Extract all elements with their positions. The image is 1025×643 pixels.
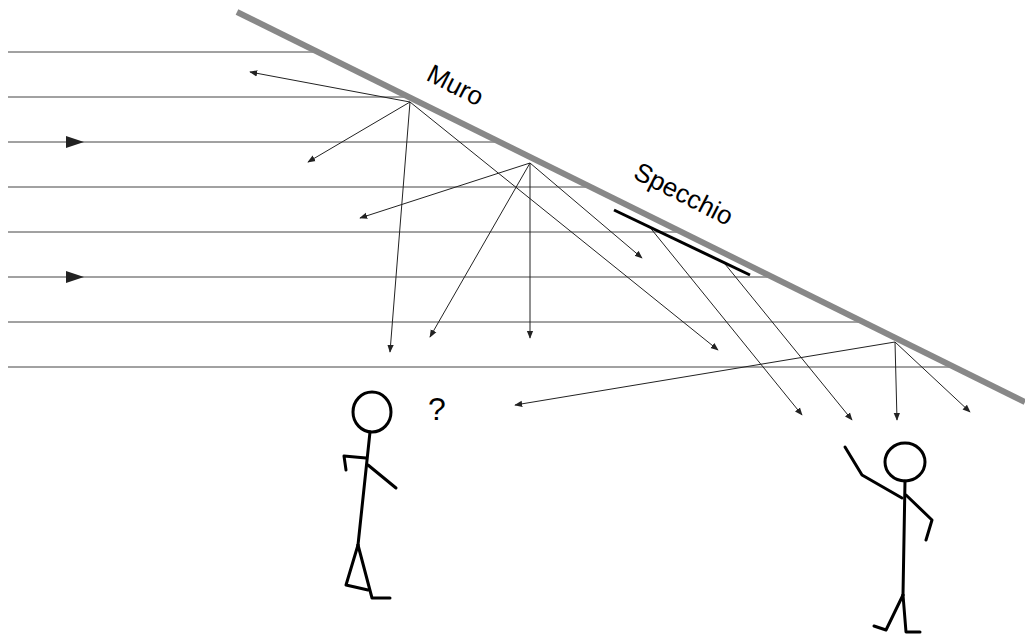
mirror-label: Specchio: [630, 158, 737, 230]
question-mark: ?: [428, 393, 446, 425]
wall: [237, 12, 1025, 402]
wall-label: Muro: [423, 60, 488, 110]
stick-figure-right: [845, 443, 932, 632]
stick-figure-left: [344, 392, 396, 598]
reflected-rays: [250, 72, 970, 420]
ray-direction-arrows: [66, 136, 84, 283]
incident-rays: [8, 52, 954, 367]
